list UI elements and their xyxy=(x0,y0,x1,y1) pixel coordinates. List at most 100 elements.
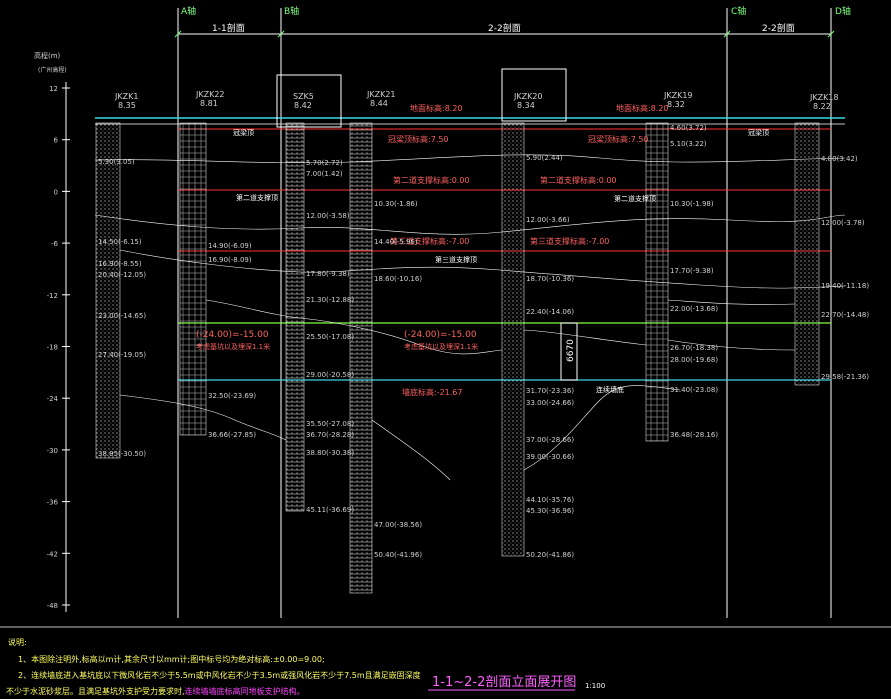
stratum-curves xyxy=(94,154,846,481)
ground-label: 地面标高:8.20 xyxy=(616,103,669,113)
ruler-tick-label: -42 xyxy=(47,550,58,558)
depth-annotation: 50.20(-41.86) xyxy=(526,551,574,559)
depth-annotation: 18.70(-10.36) xyxy=(526,275,574,283)
ruler-tick-label: 0 xyxy=(54,188,58,196)
notes-heading: 说明: xyxy=(8,637,27,647)
depth-annotation: 28.00(-19.68) xyxy=(670,356,718,364)
ruler-tick-label: -18 xyxy=(47,344,58,352)
borehole-elev: 8.81 xyxy=(200,99,218,108)
dimension-label: 6670 xyxy=(566,339,576,362)
depth-annotation: 29.00(-20.58) xyxy=(306,371,354,379)
depth-annotation: 37.00(-28.66) xyxy=(526,436,574,444)
depth-annotation: 33.00(-24.66) xyxy=(526,399,574,407)
borehole-name: JKZK19 xyxy=(663,91,693,100)
beam-top-label: 冠梁顶标高:7.50 xyxy=(588,134,649,144)
wall-bottom-tag: 连续墙底 xyxy=(596,385,624,394)
capping-beam-label: 冠梁顶 xyxy=(233,128,254,137)
ruler-tick-label: -24 xyxy=(47,395,59,403)
depth-annotation: 12.00(-3.58) xyxy=(306,212,350,220)
depth-annotation: 47.00(-38.56) xyxy=(374,521,422,529)
notes-line-2: 2、连续墙底进入基坑底以下微风化岩不少于5.5m或中风化岩不少于3.5m或强风化… xyxy=(18,670,421,680)
depth-annotation: 21.30(-12.88) xyxy=(306,296,354,304)
strut2-label: 第二道支撑标高:0.00 xyxy=(540,175,617,185)
strut3-label: 第三道支撑标高:-7.00 xyxy=(390,236,469,246)
depth-annotation: 38.80(-30.38) xyxy=(306,449,354,457)
ruler-subtitle: (广州高程) xyxy=(38,66,67,74)
borehole-annotations: 5.30(3.05)14.50(-6.15)16.90(-8.55)20.40(… xyxy=(98,124,869,559)
depth-annotation: 22.70(-14.48) xyxy=(821,311,869,319)
depth-annotation: 10.30(-1.98) xyxy=(670,200,714,208)
pit-bottom-note: 考虑基坑以及埋深1.1米 xyxy=(196,342,270,351)
borehole-elev: 8.44 xyxy=(370,99,388,108)
borehole-name: JKZK1 xyxy=(114,92,138,101)
depth-annotation: 50.40(-41.96) xyxy=(374,551,422,559)
depth-annotation: 22.40(-14.06) xyxy=(526,308,574,316)
design-labels: 地面标高:8.20 地面标高:8.20 冠梁顶标高:7.50 冠梁顶标高:7.5… xyxy=(196,103,669,397)
notes-line-3-plain: 不少于水泥砂浆层。且满足基坑外支护受力要求时, xyxy=(6,686,185,696)
depth-annotation: 18.60(-10.16) xyxy=(374,275,422,283)
depth-annotation: 12.00(-3.78) xyxy=(821,219,865,227)
depth-annotation: 10.30(-1.86) xyxy=(374,200,418,208)
depth-annotation: 36.48(-28.16) xyxy=(670,431,718,439)
depth-annotation: 19.40(-11.18) xyxy=(821,282,869,290)
pit-bottom-label: (-24.00)=-15.00 xyxy=(404,330,477,340)
depth-annotation: 7.00(1.42) xyxy=(306,170,343,178)
axis-label-c: C轴 xyxy=(731,5,746,17)
depth-annotation: 12.00(-3.66) xyxy=(526,216,570,224)
depth-annotation: 27.40(-19.05) xyxy=(98,351,146,359)
depth-annotation: 36.70(-28.28) xyxy=(306,431,354,439)
depth-annotation: 5.70(2.72) xyxy=(306,159,343,167)
borehole-name: JKZK21 xyxy=(366,90,396,99)
depth-annotation: 26.70(-18.38) xyxy=(670,344,718,352)
depth-annotation: 44.10(-35.76) xyxy=(526,496,574,504)
zone-label-2: 2-2剖面 xyxy=(488,22,521,34)
depth-annotation: 22.00(-13.68) xyxy=(670,305,718,313)
pit-bottom-label: (-24.00)=-15.00 xyxy=(196,330,269,340)
depth-annotation: 5.30(3.05) xyxy=(98,158,135,166)
depth-annotation: 5.90(2.44) xyxy=(526,154,563,162)
strut-label: 第二道支撑顶 xyxy=(236,193,278,202)
zone-label-1: 1-1剖面 xyxy=(212,22,245,34)
depth-annotation: 36.66(-27.85) xyxy=(208,431,256,439)
depth-annotation: 17.70(-9.38) xyxy=(670,267,714,275)
beam-top-label: 冠梁顶标高:7.50 xyxy=(388,134,449,144)
depth-annotation: 14.40(-5.96) xyxy=(374,238,418,246)
notes-line-3-highlight: 连续墙墙底标高同地板支护结构。 xyxy=(185,686,305,696)
depth-annotation: 32.50(-23.69) xyxy=(208,392,256,400)
borehole-column-jkzk1 xyxy=(95,122,121,459)
borehole-column-jkzk18 xyxy=(794,122,820,386)
axis-label-b: B轴 xyxy=(284,5,299,17)
depth-annotation: 31.70(-23.36) xyxy=(526,387,574,395)
borehole-name: JKZK20 xyxy=(513,92,543,101)
ruler-title: 高程(m) xyxy=(34,51,61,60)
ruler-tick-label: 12 xyxy=(49,85,58,93)
wall-bottom-label: 墙底标高:-21.67 xyxy=(402,387,462,397)
depth-annotation: 45.11(-36.69) xyxy=(306,506,354,514)
structure-labels: 冠梁顶 冠梁顶 第二道支撑顶 第三道支撑顶 第二道支撑顶 连续墙底 6670 xyxy=(233,128,769,394)
depth-annotation: 4.60(3.72) xyxy=(670,124,707,132)
depth-annotation: 5.10(3.22) xyxy=(670,140,707,148)
depth-annotation: 20.40(-12.05) xyxy=(98,271,146,279)
depth-annotation: 29.58(-21.36) xyxy=(821,373,869,381)
borehole-elev: 8.34 xyxy=(517,101,535,110)
highlight-boxes xyxy=(276,68,578,381)
depth-annotation: 31.40(-23.08) xyxy=(670,386,718,394)
borehole-column-jkzk22 xyxy=(179,122,207,436)
depth-annotation: 45.30(-36.96) xyxy=(526,507,574,515)
axis-label-d: D轴 xyxy=(835,5,851,17)
ruler-tick-label: -12 xyxy=(47,292,58,300)
strut-label: 第三道支撑顶 xyxy=(435,255,477,264)
depth-annotation: 38.85(-30.50) xyxy=(98,450,146,458)
borehole-name: JKZK18 xyxy=(809,93,839,102)
borehole-name: JKZK22 xyxy=(195,90,225,99)
depth-annotation: 39.00(-30.66) xyxy=(526,453,574,461)
capping-beam-label: 冠梁顶 xyxy=(748,128,769,137)
pit-bottom-note: 考虑基坑以及埋深1.1米 xyxy=(404,342,478,351)
strut2-label: 第二道支撑标高:0.00 xyxy=(393,175,470,185)
ruler-tick-label: -48 xyxy=(47,602,58,610)
axis-label-a: A轴 xyxy=(181,5,196,17)
zone-label-3: 2-2剖面 xyxy=(762,22,795,34)
